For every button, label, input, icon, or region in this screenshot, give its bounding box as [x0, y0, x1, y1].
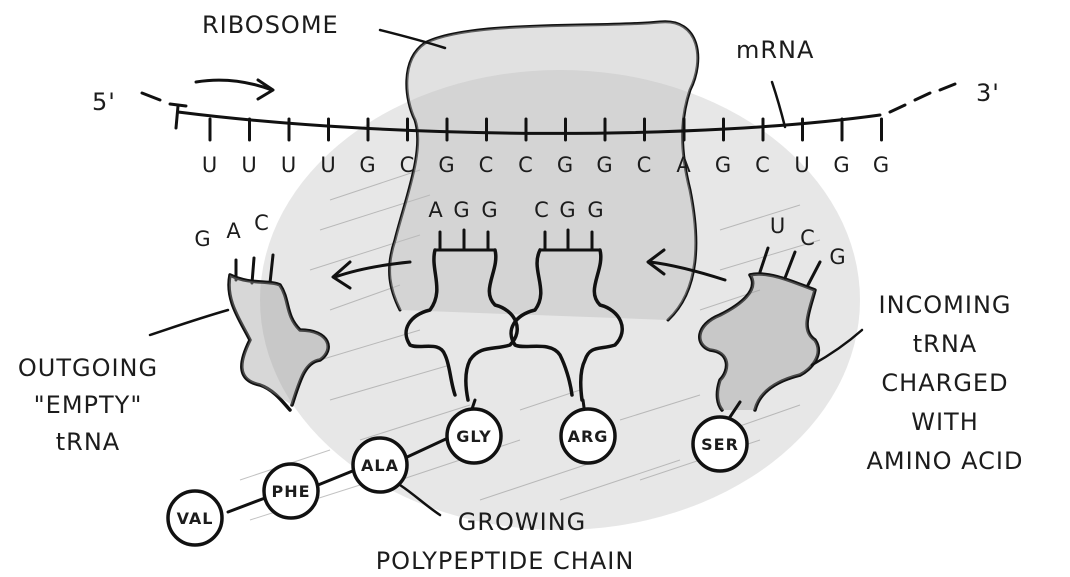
codon-base: G: [833, 153, 850, 177]
trna-site-p: [404, 228, 519, 402]
incoming-line-1: INCOMING: [878, 291, 1011, 319]
anticodon-base-site_p: G: [453, 198, 470, 222]
amino-acid-label: VAL: [177, 509, 214, 528]
codon-base: U: [794, 153, 810, 177]
trna-site-a: [509, 228, 624, 402]
amino-acid-label: ARG: [568, 427, 609, 446]
outgoing-line-3: tRNA: [56, 428, 120, 456]
incoming-trna-label: INCOMING tRNA CHARGED WITH AMINO ACID: [867, 291, 1024, 475]
anticodon-base-outgoing: A: [226, 219, 241, 243]
anticodon-base-incoming: C: [800, 226, 816, 250]
outgoing-trna-label: OUTGOING "EMPTY" tRNA: [18, 354, 158, 456]
incoming-line-3: CHARGED: [881, 369, 1008, 397]
mrna-label: mRNA: [736, 36, 814, 64]
direction-arrow: [194, 78, 275, 101]
anticodon-base-site_p: G: [481, 198, 498, 222]
codon-base: C: [755, 153, 771, 177]
codon-base: G: [596, 153, 613, 177]
codon-base: C: [518, 153, 534, 177]
mrna-ticks: [208, 117, 883, 142]
growing-line-2: POLYPEPTIDE CHAIN: [376, 547, 635, 575]
codon-base: C: [479, 153, 495, 177]
incoming-line-4: WITH: [911, 408, 979, 436]
amino-acid-arg: ARG: [559, 407, 617, 465]
entry-arrow: [646, 248, 727, 282]
mrna-strand: [140, 82, 957, 142]
codon-base: U: [320, 153, 336, 177]
anticodon-base-site_p: A: [428, 198, 443, 222]
anticodon-base-incoming: G: [829, 245, 846, 269]
codon-base: C: [637, 153, 653, 177]
codon-base: G: [438, 153, 455, 177]
amino-acid-phe: PHE: [262, 462, 320, 520]
amino-acid-label: PHE: [271, 482, 310, 501]
amino-acid-gly: GLY: [445, 407, 503, 465]
outgoing-line-1: OUTGOING: [18, 354, 158, 382]
codon-base: U: [202, 153, 218, 177]
ribosome-body: [388, 20, 700, 322]
amino-acid-label: GLY: [456, 427, 491, 446]
codon-base: G: [557, 153, 574, 177]
polypeptide-label: GROWING POLYPEPTIDE CHAIN: [376, 508, 635, 575]
codon-base: G: [715, 153, 732, 177]
anticodon-base-incoming: U: [770, 214, 786, 238]
codon-base: G: [873, 153, 890, 177]
five-prime-label: 5': [92, 88, 116, 116]
codon-base: U: [241, 153, 257, 177]
anticodon-base-site_a: G: [587, 198, 604, 222]
outgoing-line-2: "EMPTY": [34, 391, 143, 419]
ribosome-fill: [389, 21, 698, 320]
amino-acid-label: SER: [701, 435, 739, 454]
ribosome-label: RIBOSOME: [202, 11, 339, 39]
amino-acid-val: VAL: [166, 489, 224, 547]
codon-base: C: [400, 153, 416, 177]
codon-base: U: [281, 153, 297, 177]
anticodon-base-outgoing: C: [254, 211, 270, 235]
amino-acid-ser: SER: [691, 415, 749, 473]
incoming-line-5: AMINO ACID: [867, 447, 1024, 475]
anticodon-base-site_a: C: [534, 198, 550, 222]
codon-base: A: [676, 153, 691, 177]
anticodon-base-site_a: G: [559, 198, 576, 222]
three-prime-label: 3': [976, 79, 1000, 107]
amino-acid-ala: ALA: [351, 436, 409, 494]
incoming-line-2: tRNA: [913, 330, 977, 358]
anticodon-base-outgoing: G: [194, 227, 211, 251]
trna-incoming: [698, 246, 822, 412]
leader-lines: [148, 28, 864, 517]
growing-line-1: GROWING: [458, 508, 587, 536]
codon-base: G: [359, 153, 376, 177]
trna-outgoing: [227, 253, 330, 412]
exit-arrow: [331, 260, 412, 290]
amino-acid-label: ALA: [361, 456, 399, 475]
